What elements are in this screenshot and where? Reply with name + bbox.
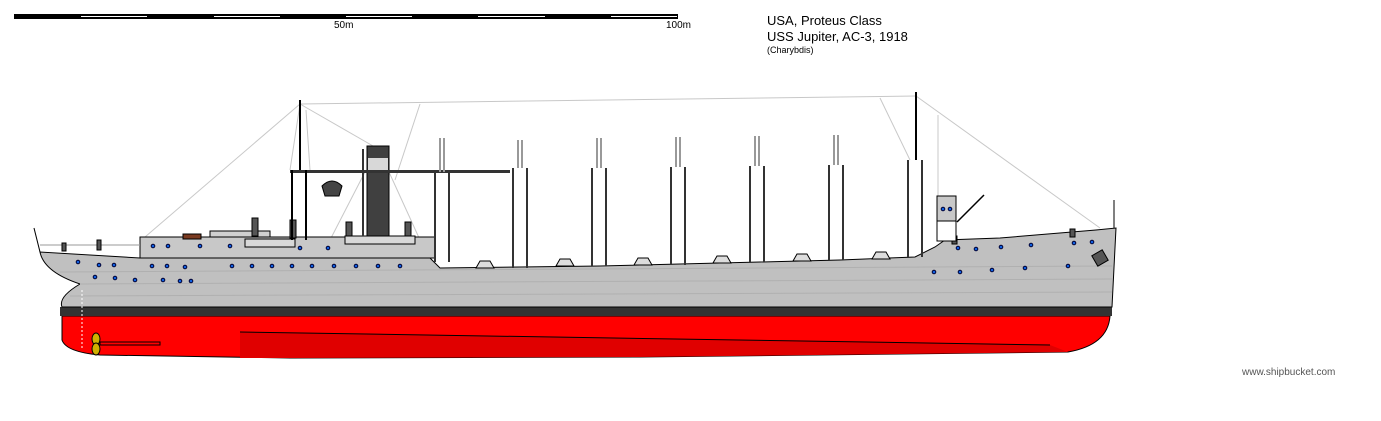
scale-segment [279,15,347,18]
aft-superstructure [40,230,436,259]
scale-label-100m: 100m [666,20,692,31]
boot-topping [60,307,1112,316]
hatch-coamings [475,251,891,269]
scale-segment [610,15,678,18]
hull-keel-shade [240,332,1068,358]
scale-segment [346,15,413,18]
scale-bar [14,14,678,19]
scale-segment [15,15,82,18]
coaling-bucket [321,180,343,197]
scale-segment [147,15,214,18]
bridge-tower [936,194,985,242]
scale-segment [544,15,611,18]
portholes [75,206,1095,284]
scale-segment [213,15,280,18]
anchor [1091,249,1109,267]
ship-class-title: USA, Proteus Class [767,13,882,28]
scale-segment [478,15,545,18]
scale-label-50m: 50m [334,20,354,31]
rigging [144,95,1101,241]
ship-name-title: USS Jupiter, AC-3, 1918 [767,29,908,44]
collier-towers [434,135,923,268]
gantry-beam [290,170,510,173]
scale-segment [81,15,148,18]
title-block: USA, Proteus Class USS Jupiter, AC-3, 19… [767,13,908,56]
scale-segment [412,15,479,18]
hull-side [39,227,1117,308]
funnel [362,145,390,237]
ship-former-name: (Charybdis) [767,45,814,55]
aft-kingpost-tower [291,170,307,240]
stern-flagstaff [33,227,41,253]
watermark: www.shipbucket.com [1242,367,1336,378]
propeller [91,332,161,356]
